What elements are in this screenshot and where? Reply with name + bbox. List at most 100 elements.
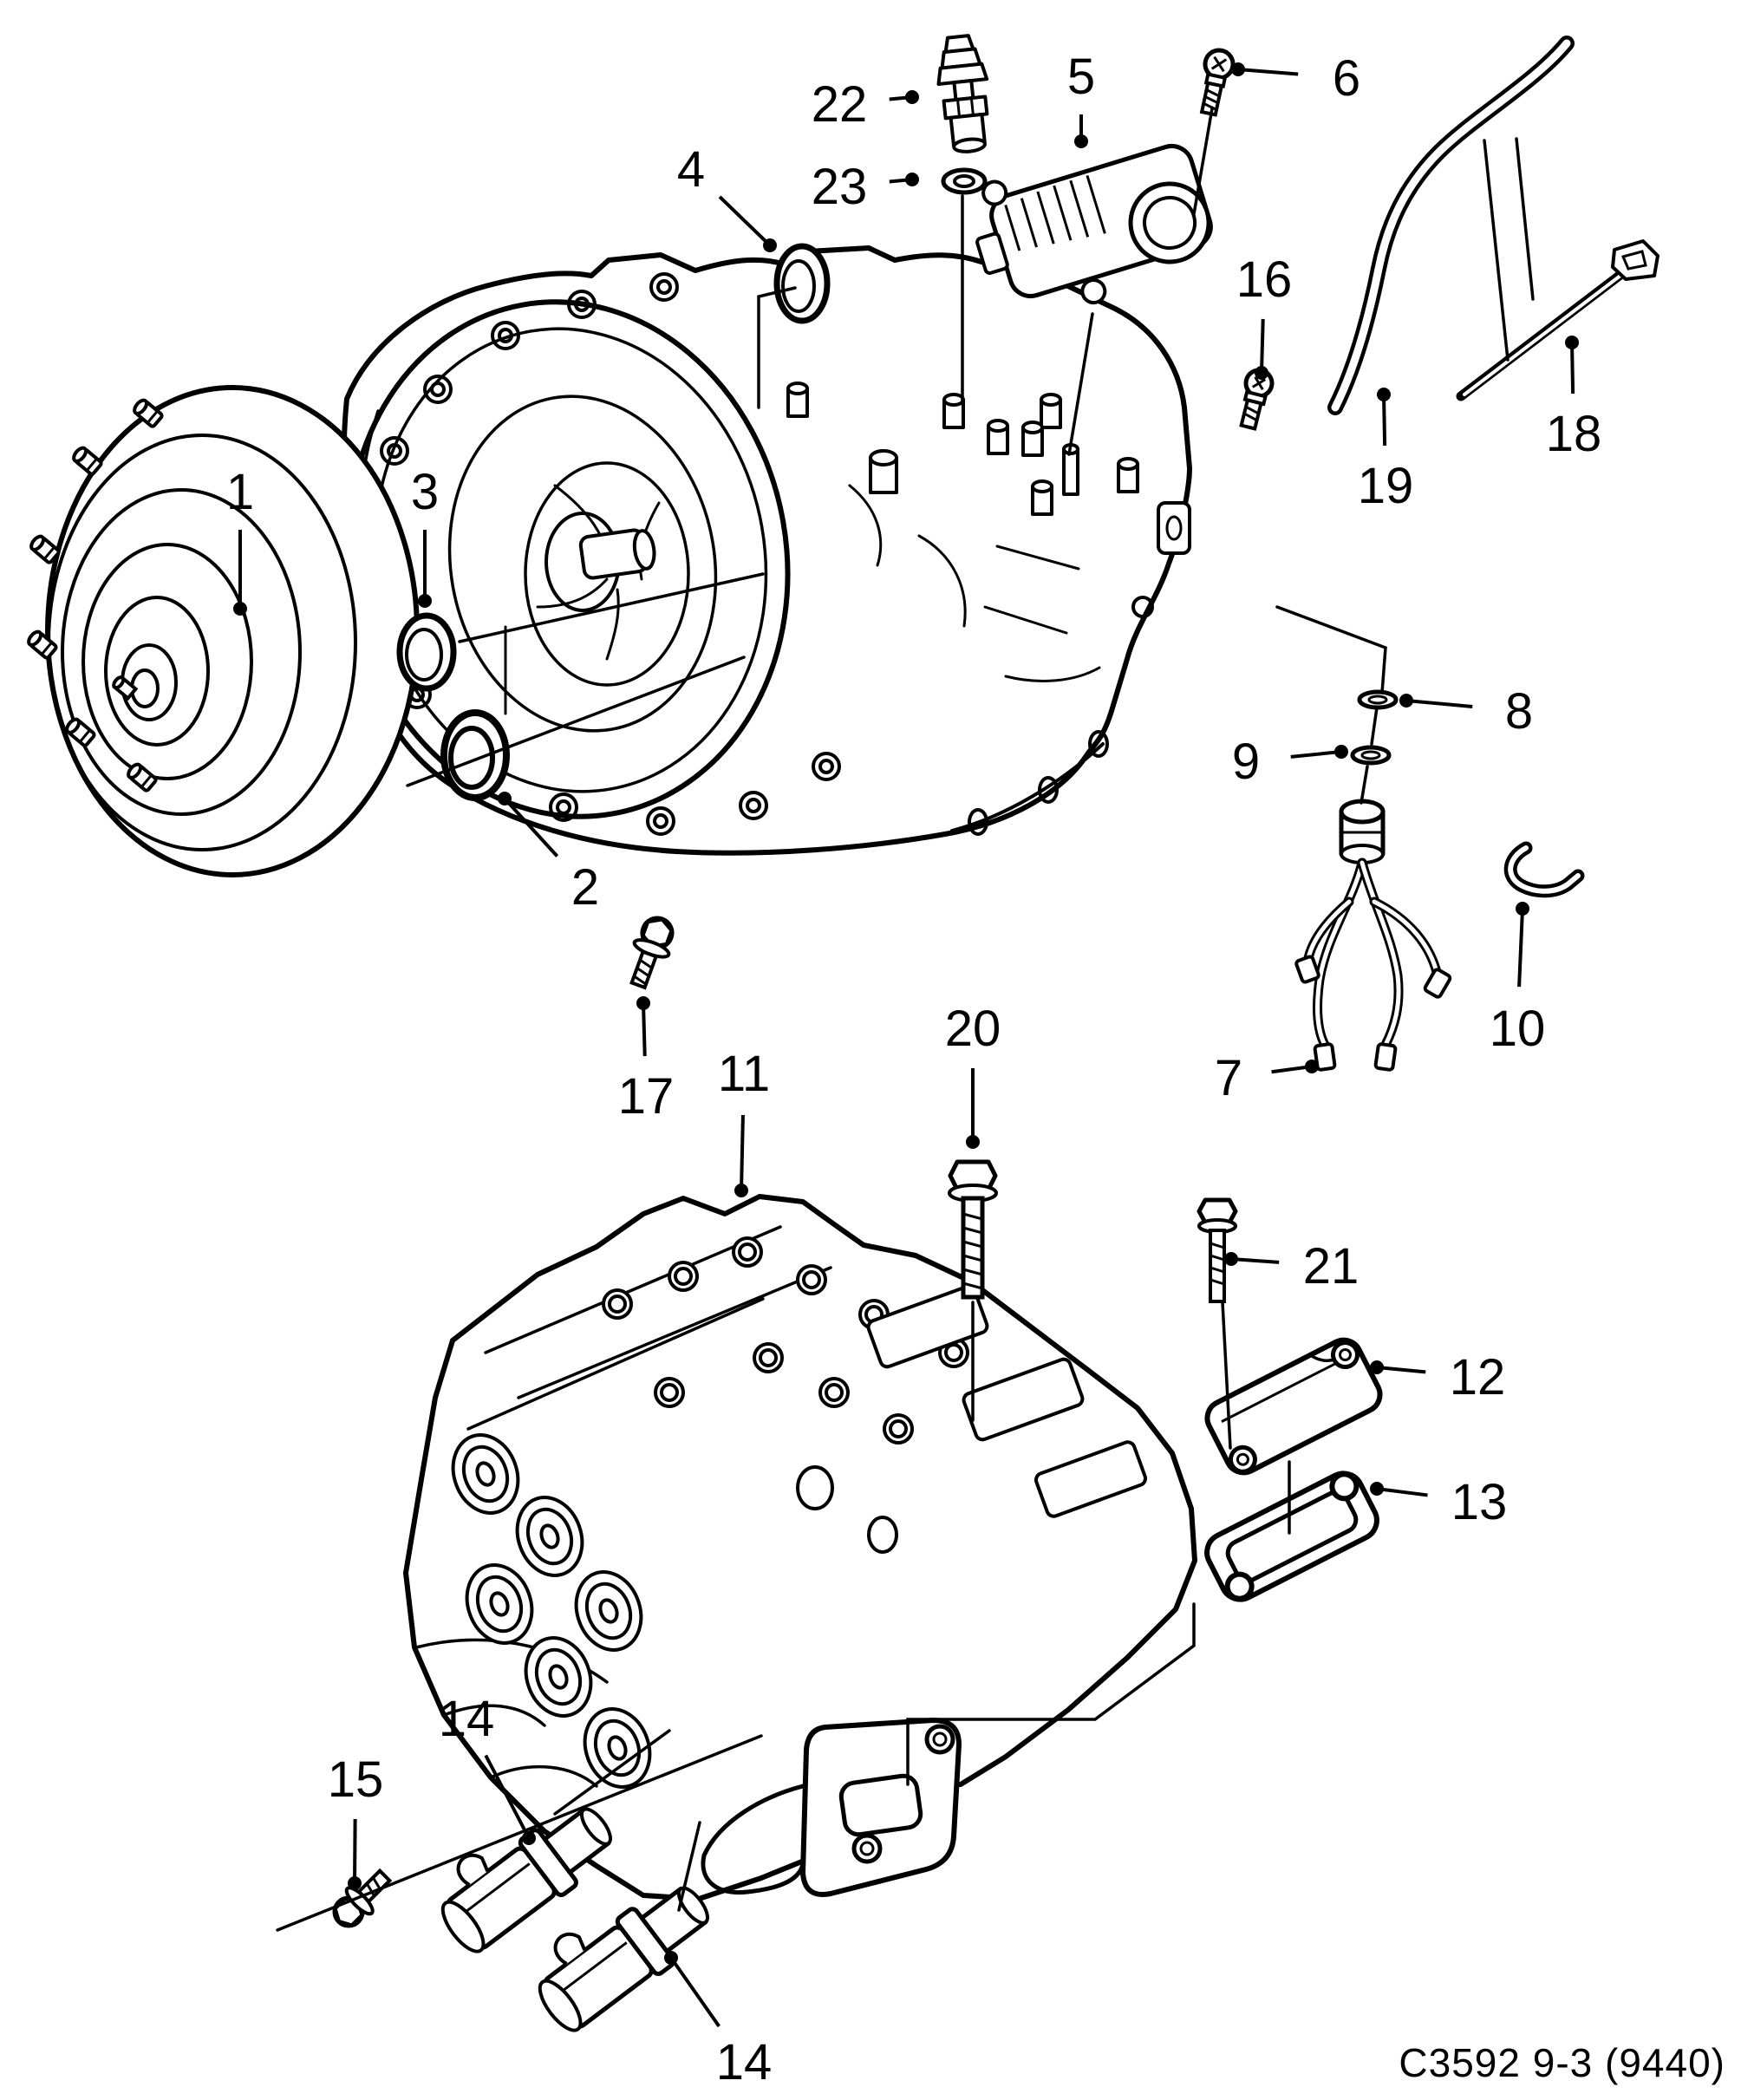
callout-leader: [642, 1002, 647, 1057]
callout-number: 14: [439, 1691, 495, 1747]
leader-line-12: [906, 1602, 1196, 1786]
callout-leader: [740, 1114, 745, 1191]
callout-11[interactable]: 11: [718, 1046, 770, 1197]
leader-line-2: [1275, 605, 1387, 695]
callout-5[interactable]: 5: [1067, 49, 1095, 148]
leader-line-13: [276, 1734, 763, 1932]
leader-line-3: [1370, 706, 1379, 746]
callout-9[interactable]: 9: [1232, 734, 1348, 790]
transmission-case: [341, 245, 1192, 856]
oil-seal-3: [396, 612, 457, 692]
callout-dot: [1565, 336, 1579, 349]
oil-filter-flange: [701, 1718, 962, 1897]
leader-line-14: [553, 1729, 671, 1816]
oil-seal-4: [773, 243, 831, 324]
valve-body: [403, 1194, 1197, 1901]
callout-number: 23: [812, 159, 868, 215]
callout-dot: [1377, 388, 1391, 401]
callout-dot: [763, 238, 777, 252]
callout-number: 21: [1303, 1238, 1360, 1295]
solenoid-cover: [1204, 1337, 1383, 1476]
callout-23[interactable]: 23: [812, 159, 919, 215]
callout-14[interactable]: 14: [664, 1951, 772, 2090]
callout-dot: [498, 792, 512, 805]
callout-14[interactable]: 14: [439, 1691, 536, 1845]
o-ring-8: [1357, 689, 1399, 710]
callout-dot: [905, 173, 919, 186]
callout-8[interactable]: 8: [1399, 683, 1533, 740]
callout-20[interactable]: 20: [945, 1001, 1001, 1149]
retaining-clip: [1503, 841, 1585, 898]
figure-caption: C3592 9-3 (9440): [1399, 2040, 1725, 2085]
callout-15[interactable]: 15: [328, 1751, 384, 1890]
callout-leader: [1517, 908, 1524, 988]
callout-dot: [1516, 902, 1529, 916]
o-ring-9: [1350, 745, 1392, 766]
callout-number: 2: [571, 859, 599, 916]
callout-6[interactable]: 6: [1231, 50, 1360, 107]
shift-solenoid-a: [440, 1807, 612, 1953]
callout-dot: [1370, 1482, 1384, 1496]
callout-leader: [503, 797, 559, 858]
callout-1[interactable]: 1: [226, 464, 254, 616]
callout-dot: [1305, 1060, 1319, 1073]
callout-number: 11: [718, 1046, 770, 1102]
case-top-studs: [786, 382, 1139, 516]
callout-dot: [418, 594, 432, 608]
callout-2[interactable]: 2: [498, 792, 599, 916]
callout-leader: [1290, 750, 1342, 759]
leader-line-17: [1515, 137, 1535, 301]
callout-dot: [1334, 745, 1348, 759]
leader-line-10: [1221, 1301, 1232, 1450]
leader-lines: [276, 107, 1535, 1932]
oil-seal-2: [440, 709, 510, 801]
leader-line-5: [757, 286, 797, 409]
callout-19[interactable]: 19: [1358, 388, 1414, 514]
callout-13[interactable]: 13: [1370, 1474, 1507, 1530]
callout-number: 8: [1505, 683, 1533, 740]
breather-washer: [941, 167, 988, 195]
callout-4[interactable]: 4: [677, 141, 777, 252]
converter-pilot-stud: [112, 675, 139, 701]
callout-number: 9: [1232, 734, 1260, 790]
converter-studs: [27, 398, 164, 792]
breather-valve: [936, 34, 989, 153]
callout-number: 5: [1067, 49, 1095, 105]
callout-number: 16: [1236, 251, 1293, 308]
callout-number: 4: [677, 141, 705, 198]
callout-number: 15: [328, 1751, 384, 1808]
callout-leader: [484, 1754, 531, 1839]
callout-dot: [1399, 694, 1413, 708]
gear-position-sensor: [975, 144, 1213, 305]
callout-leader: [1230, 1257, 1280, 1264]
torque-converter: [27, 385, 420, 877]
callout-dot: [1074, 134, 1088, 148]
callout-7[interactable]: 7: [1215, 1050, 1319, 1106]
callout-number: 12: [1450, 1349, 1506, 1405]
callout-leader: [718, 195, 772, 247]
bolt-21: [1197, 1197, 1238, 1303]
callout-number: 7: [1215, 1050, 1242, 1106]
callout-number: 6: [1333, 50, 1360, 107]
callout-leader: [1382, 394, 1387, 447]
callout-dot: [636, 996, 650, 1010]
callout-number: 19: [1358, 458, 1414, 514]
leader-line-7: [1067, 312, 1094, 456]
callout-3[interactable]: 3: [411, 464, 439, 608]
callout-16[interactable]: 16: [1236, 251, 1293, 380]
callout-dot: [348, 1876, 362, 1890]
callout-17[interactable]: 17: [618, 996, 675, 1125]
callout-dot: [734, 1184, 748, 1197]
callout-22[interactable]: 22: [812, 76, 919, 133]
callout-12[interactable]: 12: [1370, 1349, 1505, 1405]
wiring-harness: [1294, 799, 1452, 1072]
callout-18[interactable]: 18: [1546, 336, 1602, 462]
leader-line-0: [458, 572, 765, 643]
filler-tube: [1327, 36, 1575, 415]
callout-10[interactable]: 10: [1490, 902, 1546, 1057]
callout-21[interactable]: 21: [1224, 1238, 1359, 1295]
shift-solenoid-b: [538, 1886, 709, 2032]
cover-gasket: [1204, 1471, 1379, 1602]
callout-number: 3: [411, 464, 439, 520]
